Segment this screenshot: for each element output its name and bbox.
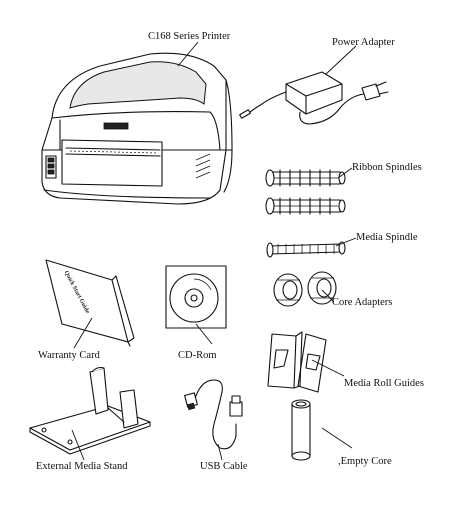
ribbon-spindles-illustration [266, 170, 345, 214]
warranty-card-label: Warranty Card [38, 351, 100, 362]
core-adapters-label: Core Adapters [332, 298, 392, 309]
power-adapter-illustration [240, 72, 388, 124]
core-adapters-illustration [274, 272, 336, 306]
media-spindle-illustration [267, 242, 345, 257]
empty-core-illustration [292, 400, 310, 460]
usb-cable-leader-line [218, 444, 222, 460]
ribbon-spindles-label: Ribbon Spindles [352, 163, 422, 174]
usb-cable-label: USB Cable [200, 462, 248, 473]
cd-rom-illustration [166, 266, 226, 328]
printer-illustration [42, 53, 232, 204]
media-spindle-label: Media Spindle [356, 233, 418, 244]
media-spindle-leader-line [336, 238, 356, 246]
printer-label: C168 Series Printer [148, 32, 230, 43]
power-adapter-leader-line [326, 46, 356, 74]
usb-cable-illustration [185, 380, 242, 449]
external-media-stand-label: External Media Stand [36, 462, 128, 473]
warranty-card-illustration [46, 260, 134, 346]
power-adapter-label: Power Adapter [332, 38, 395, 49]
media-roll-guides-illustration [268, 332, 326, 392]
empty-core-leader-line [322, 428, 352, 448]
media-roll-guides-label: Media Roll Guides [344, 379, 424, 390]
external-media-stand-illustration [30, 368, 150, 455]
empty-core-label: ,Empty Core [338, 457, 392, 468]
cd-rom-label: CD-Rom [178, 351, 217, 362]
